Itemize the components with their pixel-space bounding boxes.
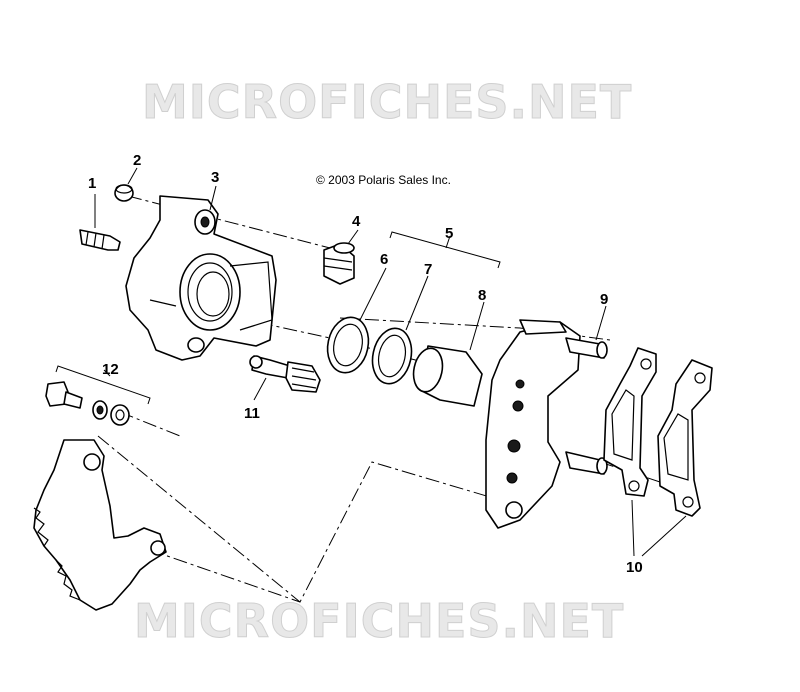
copyright-notice: © 2003 Polaris Sales Inc. bbox=[316, 173, 451, 187]
caliper-piston bbox=[412, 345, 483, 407]
brake-pad-outer bbox=[657, 359, 713, 517]
callout-11: 11 bbox=[244, 405, 260, 422]
callout-12-bracket bbox=[55, 365, 151, 405]
callout-9: 9 bbox=[600, 291, 608, 308]
pin-boot bbox=[323, 242, 355, 285]
callout-1: 1 bbox=[88, 175, 96, 192]
caliper-housing bbox=[125, 195, 277, 361]
callout-leaders bbox=[94, 167, 607, 401]
bleeder-screw bbox=[79, 229, 121, 251]
callout-7: 7 bbox=[424, 261, 432, 278]
mounting-washer-small bbox=[92, 400, 108, 420]
callout-12: 12 bbox=[102, 361, 119, 378]
piston-seal bbox=[326, 316, 370, 374]
watermark-bottom: MICROFICHES.NET bbox=[134, 594, 624, 648]
watermark-top: MICROFICHES.NET bbox=[142, 75, 632, 129]
frame-mount bbox=[33, 439, 167, 611]
callout-10-leader bbox=[631, 499, 687, 557]
callout-10: 10 bbox=[626, 559, 643, 576]
callout-4: 4 bbox=[352, 213, 361, 230]
callout-2: 2 bbox=[133, 152, 141, 169]
callout-8: 8 bbox=[478, 287, 486, 304]
callout-6: 6 bbox=[380, 251, 388, 268]
caliper-bracket bbox=[485, 319, 608, 529]
brake-pad-inner bbox=[603, 347, 657, 497]
mounting-bolt bbox=[45, 381, 83, 409]
bleeder-cap bbox=[114, 184, 134, 202]
dust-seal bbox=[371, 327, 413, 385]
guide-pin bbox=[249, 355, 321, 393]
callout-5: 5 bbox=[445, 225, 453, 242]
callout-3: 3 bbox=[211, 169, 219, 186]
mounting-washer-large bbox=[110, 404, 130, 426]
